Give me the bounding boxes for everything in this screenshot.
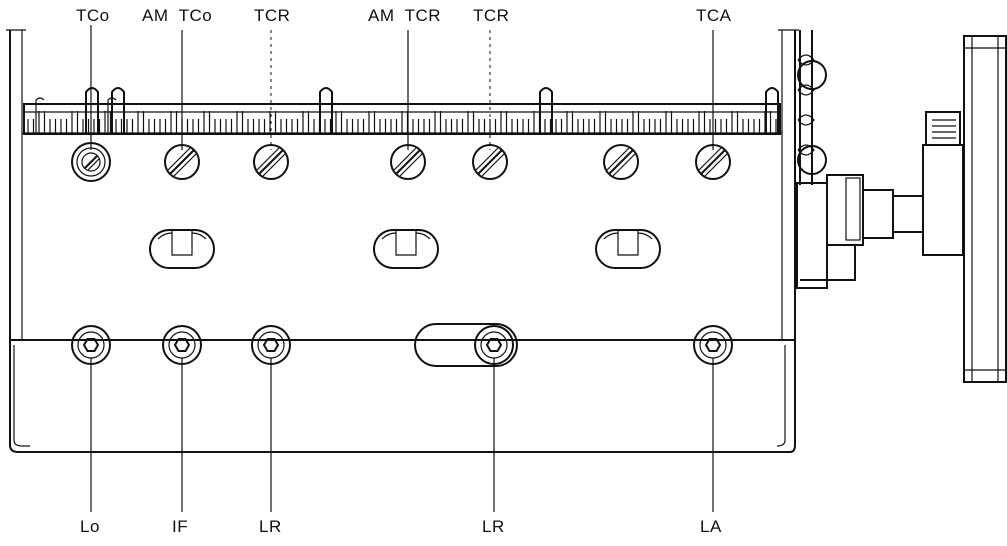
leader-lines	[90, 25, 714, 512]
drive-shaft-assembly	[796, 30, 1007, 383]
label-tca: TCA	[696, 6, 732, 25]
label-if: IF	[172, 517, 188, 536]
coil-slot	[414, 323, 518, 367]
trimmer-screw-unlabeled[interactable]	[603, 144, 639, 180]
label-tcr-1: TCR	[254, 6, 290, 25]
trimmer-screw-tcr-2[interactable]	[472, 144, 508, 180]
label-am-tcr: AM TCR	[368, 6, 441, 25]
label-lo: Lo	[80, 517, 100, 536]
trimmer-screws	[71, 142, 731, 182]
oval-cutout	[149, 229, 215, 269]
label-am-tco: AM TCo	[142, 6, 212, 25]
trimmer-screw-am-tco[interactable]	[164, 144, 200, 180]
oval-cutout	[595, 229, 661, 269]
label-la: LA	[700, 517, 722, 536]
label-tco: TCo	[76, 6, 110, 25]
coil-cores	[71, 323, 733, 367]
bottom-labels: Lo IF LR LR LA	[80, 517, 722, 536]
capacitor-plate-comb	[23, 87, 781, 135]
trimmer-screw-tcr-1[interactable]	[253, 144, 289, 180]
trimmer-screw-tca[interactable]	[695, 144, 731, 180]
trimmer-screw-am-tcr[interactable]	[390, 144, 426, 180]
oval-cutouts	[149, 229, 661, 269]
label-tcr-2: TCR	[473, 6, 509, 25]
label-lr-1: LR	[259, 517, 282, 536]
oval-cutout	[373, 229, 439, 269]
label-lr-2: LR	[482, 517, 505, 536]
top-labels: TCo AM TCo TCR AM TCR TCR TCA	[76, 6, 732, 25]
